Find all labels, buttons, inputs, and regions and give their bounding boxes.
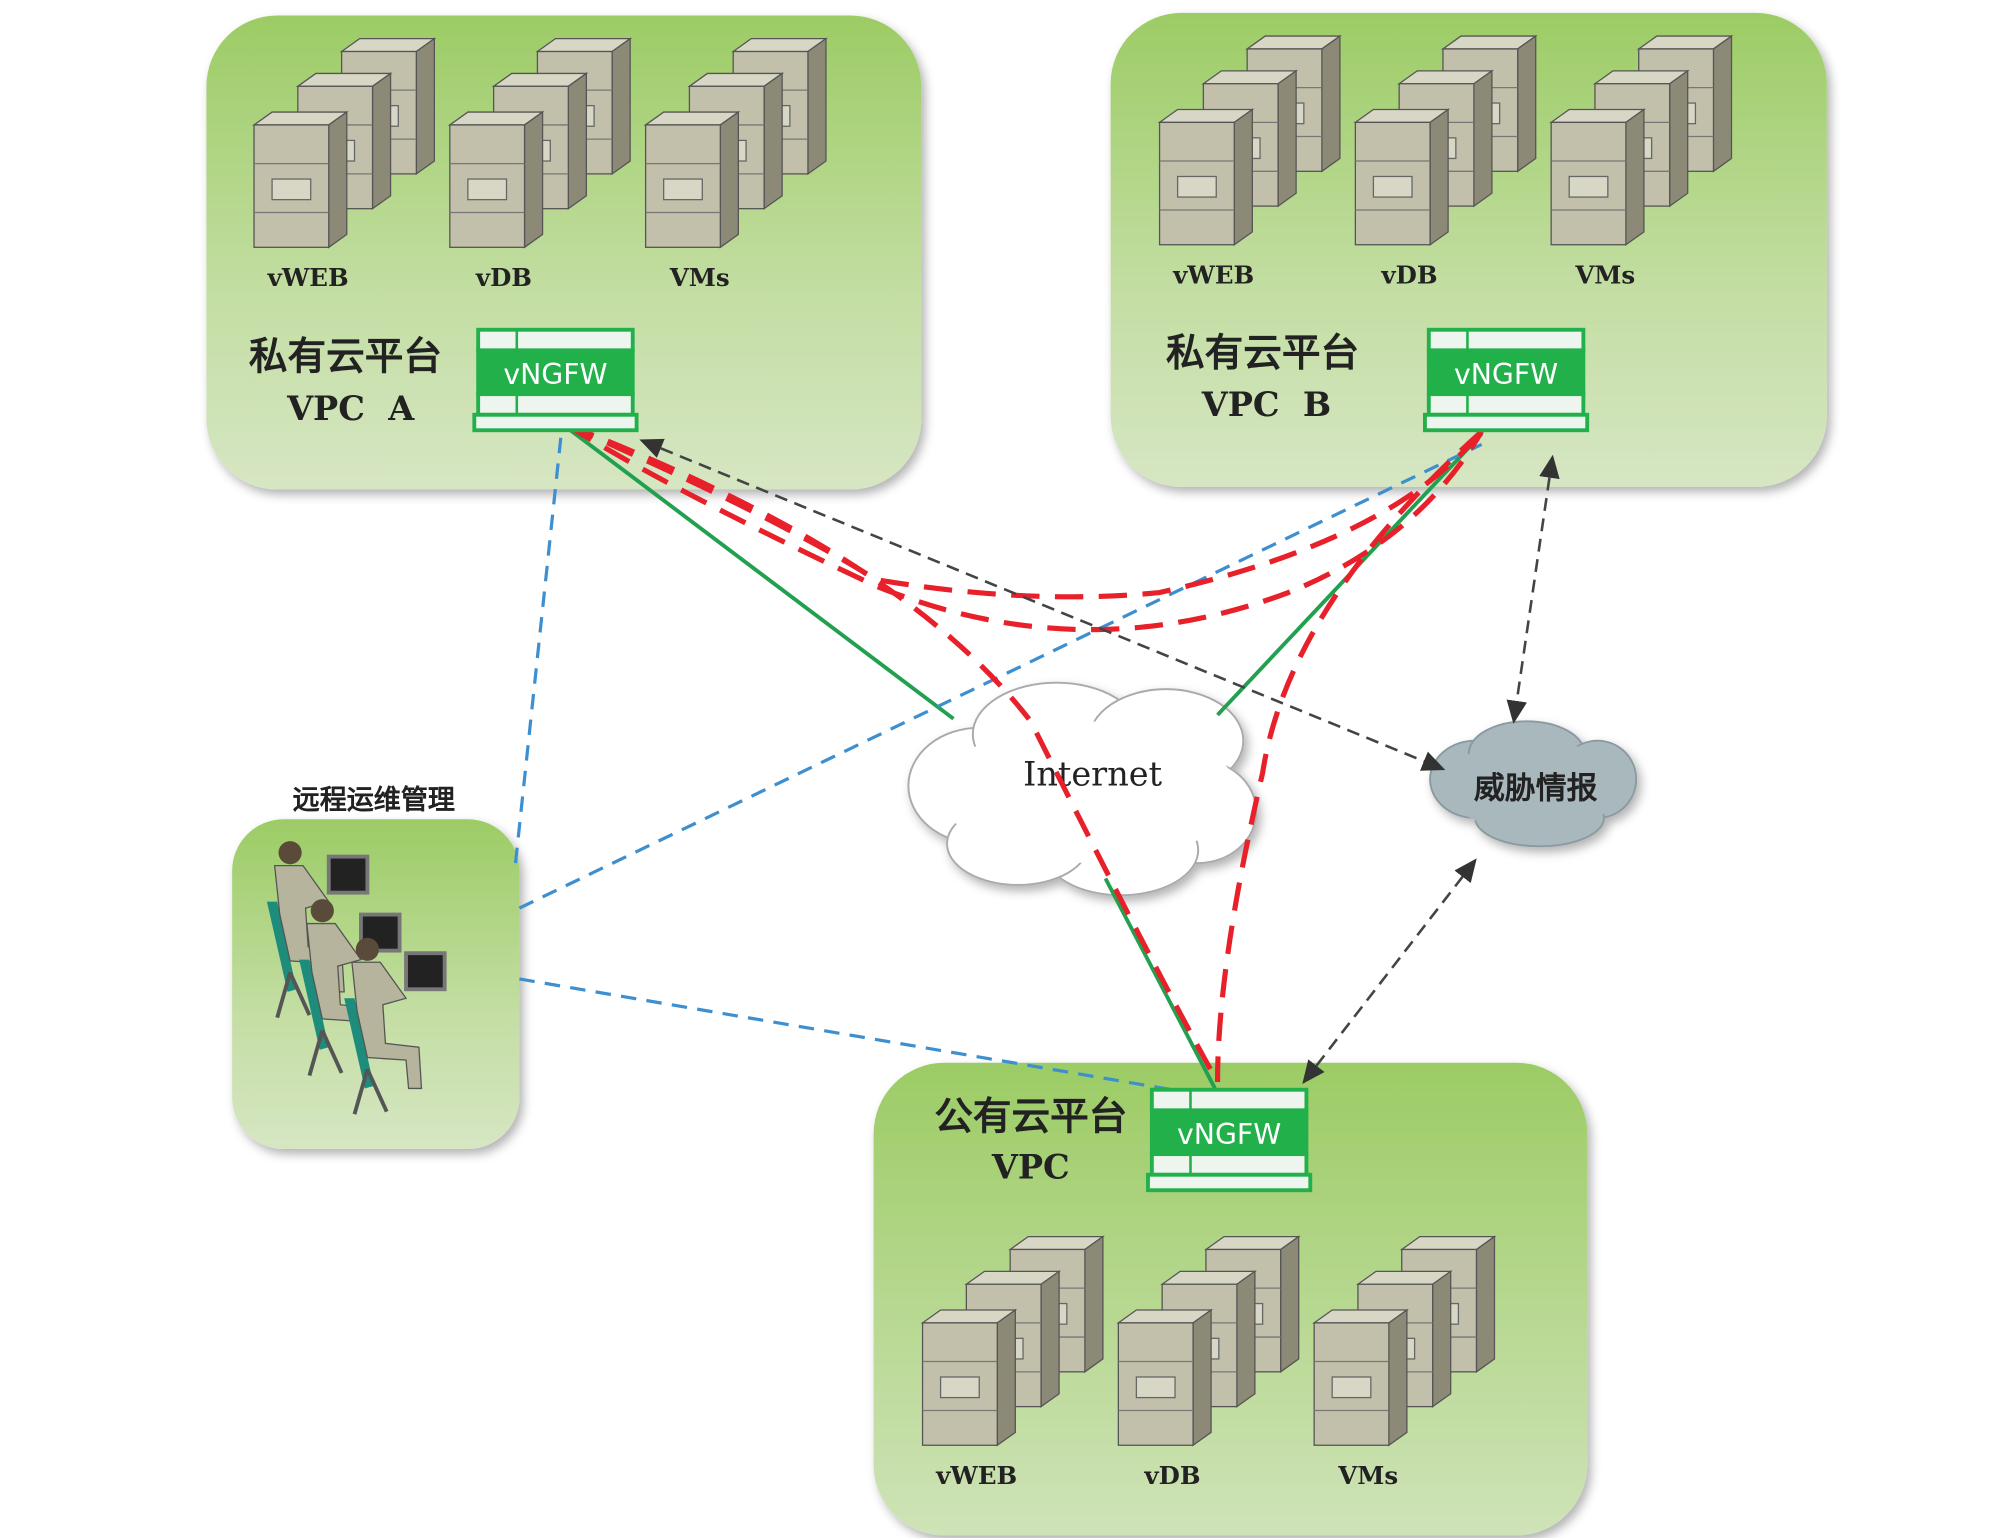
firewall-label: vNGFW bbox=[1454, 358, 1558, 391]
server-stack-vweb bbox=[920, 1235, 1105, 1447]
intel-links bbox=[639, 438, 1560, 1085]
firewall-label: vNGFW bbox=[503, 358, 607, 391]
link-internet-public bbox=[1103, 877, 1217, 1090]
mgmt-link-vpca bbox=[513, 427, 564, 864]
server-stack-vdb bbox=[1116, 1235, 1301, 1447]
vpc-a-subtitle: VPC A bbox=[286, 389, 415, 428]
operator-icon bbox=[344, 937, 447, 1115]
server-stack-vms bbox=[1549, 34, 1734, 246]
server-label: vWEB bbox=[935, 1461, 1017, 1490]
threat-intel-cloud bbox=[1429, 720, 1638, 848]
server-stack-vdb bbox=[447, 37, 633, 249]
ops-title: 远程运维管理 bbox=[293, 785, 455, 816]
public-firewall[interactable]: vNGFW bbox=[1146, 1087, 1313, 1193]
server-label: vDB bbox=[1143, 1461, 1200, 1490]
server-label: vWEB bbox=[267, 263, 349, 292]
mgmt-link-public bbox=[519, 977, 1218, 1100]
server-stack-vweb bbox=[252, 37, 437, 249]
vpc-b-title: 私有云平台 bbox=[1166, 331, 1359, 376]
server-stack-vms bbox=[1312, 1235, 1497, 1447]
server-stack-vdb bbox=[1353, 34, 1538, 246]
vpc-b-firewall[interactable]: vNGFW bbox=[1422, 327, 1590, 433]
server-stack-vweb bbox=[1157, 34, 1342, 246]
intel-link-vpcb bbox=[1506, 454, 1560, 724]
vpc-a-title: 私有云平台 bbox=[249, 335, 442, 380]
threat-intel-label: 威胁情报 bbox=[1474, 771, 1598, 807]
server-label: VMs bbox=[1574, 260, 1635, 289]
vpc-a-firewall[interactable]: vNGFW bbox=[472, 327, 639, 433]
public-subtitle: VPC bbox=[991, 1148, 1070, 1187]
intel-link-vpca bbox=[639, 438, 1446, 771]
server-label: VMs bbox=[669, 263, 730, 292]
internet-label: Internet bbox=[1023, 755, 1162, 794]
server-stack-vms bbox=[643, 37, 828, 249]
intel-link-public bbox=[1302, 858, 1477, 1085]
operators-illustration bbox=[266, 841, 447, 1115]
server-label: vDB bbox=[475, 263, 532, 292]
server-label: vDB bbox=[1380, 260, 1437, 289]
server-label: vWEB bbox=[1172, 260, 1254, 289]
firewall-label: vNGFW bbox=[1177, 1118, 1281, 1151]
public-title: 公有云平台 bbox=[934, 1095, 1127, 1140]
server-label: VMs bbox=[1337, 1461, 1398, 1490]
vpc-b-subtitle: VPC B bbox=[1201, 385, 1331, 424]
